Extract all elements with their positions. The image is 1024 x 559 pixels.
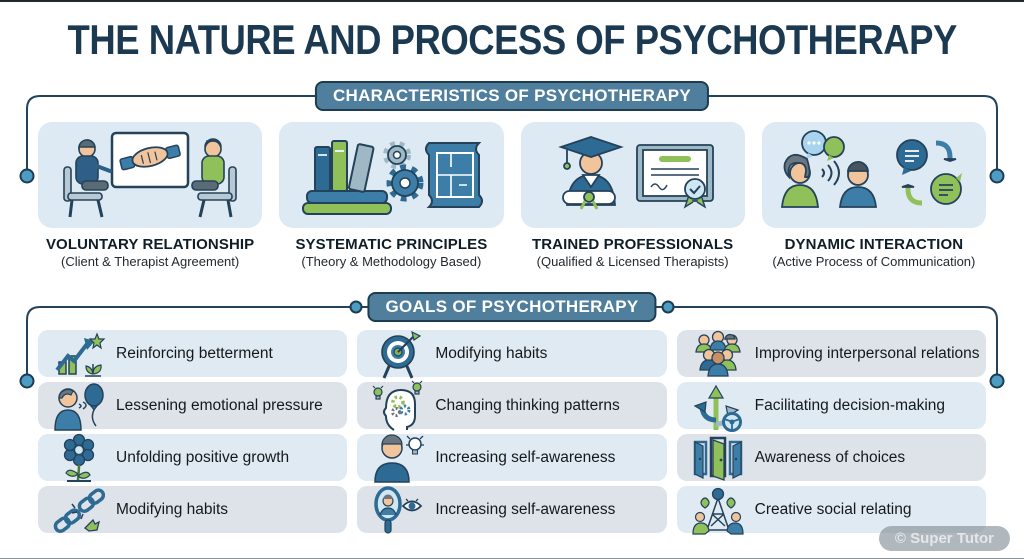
books-gears-blueprint-illustration [302,140,484,215]
card-art [761,122,986,228]
card-subtitle: (Theory & Methodology Based) [301,254,482,269]
growth-trend-icon [55,331,105,377]
goal-label: Increasing self-awareness [435,448,616,466]
mirror-eye-icon [374,485,423,534]
goal-label: Lessening emotional pressure [116,396,323,414]
top-border [0,0,1024,2]
goal-item: Increasing self-awareness [357,485,667,534]
goals-column-3: Improving interpersonal relations Facili… [676,330,986,535]
goal-label: Modifying habits [435,344,548,362]
goal-item: Changing thinking patterns [357,380,667,431]
decision-arrows-icon [693,384,742,432]
group-people-icon [694,330,741,377]
goal-label: Reinforcing betterment [116,344,273,362]
target-dart-icon [381,330,422,379]
goal-item: Unfolding positive growth [38,433,348,482]
card-voluntary-relationship: VOLUNTARY RELATIONSHIP (Client & Therapi… [38,122,263,269]
graduate-certificate-illustration [557,136,714,210]
goal-label: Changing thinking patterns [435,396,620,414]
card-art [38,122,263,228]
card-trained-professionals: TRAINED PROFESSIONALS (Qualified & Licen… [520,122,745,269]
flower-icon [63,433,95,482]
card-subtitle: (Client & Therapist Agreement) [61,254,240,269]
goal-label: Increasing self-awareness [435,500,616,518]
card-art [520,122,745,228]
characteristics-header: CHARACTERISTICS OF PSYCHOTHERAPY [314,81,710,111]
card-subtitle: (Active Process of Communication) [772,254,976,269]
goal-label: Creative social relating [754,500,912,518]
goal-item: Awareness of choices [676,434,986,481]
card-subtitle: (Qualified & Licensed Therapists) [536,254,729,269]
characteristics-cards: VOLUNTARY RELATIONSHIP (Client & Therapi… [38,122,986,269]
broken-chain-icon [53,487,105,533]
goal-item: Reinforcing betterment [38,330,348,377]
goal-label: Improving interpersonal relations [754,344,980,362]
card-title: TRAINED PROFESSIONALS [531,236,734,253]
goal-item: Modifying habits [38,486,348,533]
goals-header: GOALS OF PSYCHOTHERAPY [367,292,657,322]
open-doors-icon [693,436,742,481]
card-title: VOLUNTARY RELATIONSHIP [45,236,255,253]
goals-column-1: Reinforcing betterment Lessening emotion… [38,330,348,533]
card-title: DYNAMIC INTERACTION [784,236,964,253]
goal-item: Lessening emotional pressure [38,382,348,431]
goal-item: Creative social relating [676,486,986,535]
exhale-balloon-icon [54,382,104,431]
card-title: SYSTEMATIC PRINCIPLES [295,236,488,253]
goal-label: Unfolding positive growth [116,448,290,466]
goal-item: Improving interpersonal relations [676,330,986,377]
goal-item: Modifying habits [357,330,667,379]
person-lightbulb-icon [374,433,425,483]
goal-item: Facilitating decision-making [676,382,986,432]
therapy-session-illustration [63,131,237,218]
goal-label: Facilitating decision-making [754,396,946,414]
goals-column-2: Modifying habits Changing thinking patte… [357,330,667,534]
goal-label: Modifying habits [116,500,229,518]
card-dynamic-interaction: DYNAMIC INTERACTION (Active Process of C… [761,122,986,269]
page-title: THE NATURE AND PROCESS OF PSYCHOTHERAPY [67,17,957,65]
social-network-icon [692,487,744,535]
goals-grid: Reinforcing betterment Lessening emotion… [38,330,986,535]
goal-item: Increasing self-awareness [357,433,667,483]
thinking-gears-icon [372,380,423,431]
card-art [279,122,504,228]
card-systematic-principles: SYSTEMATIC PRINCIPLES (Theory & Methodol… [279,122,504,269]
watermark-badge: © Super Tutor [878,526,1010,551]
conversation-exchange-illustration [780,130,962,208]
goal-label: Awareness of choices [754,448,906,466]
